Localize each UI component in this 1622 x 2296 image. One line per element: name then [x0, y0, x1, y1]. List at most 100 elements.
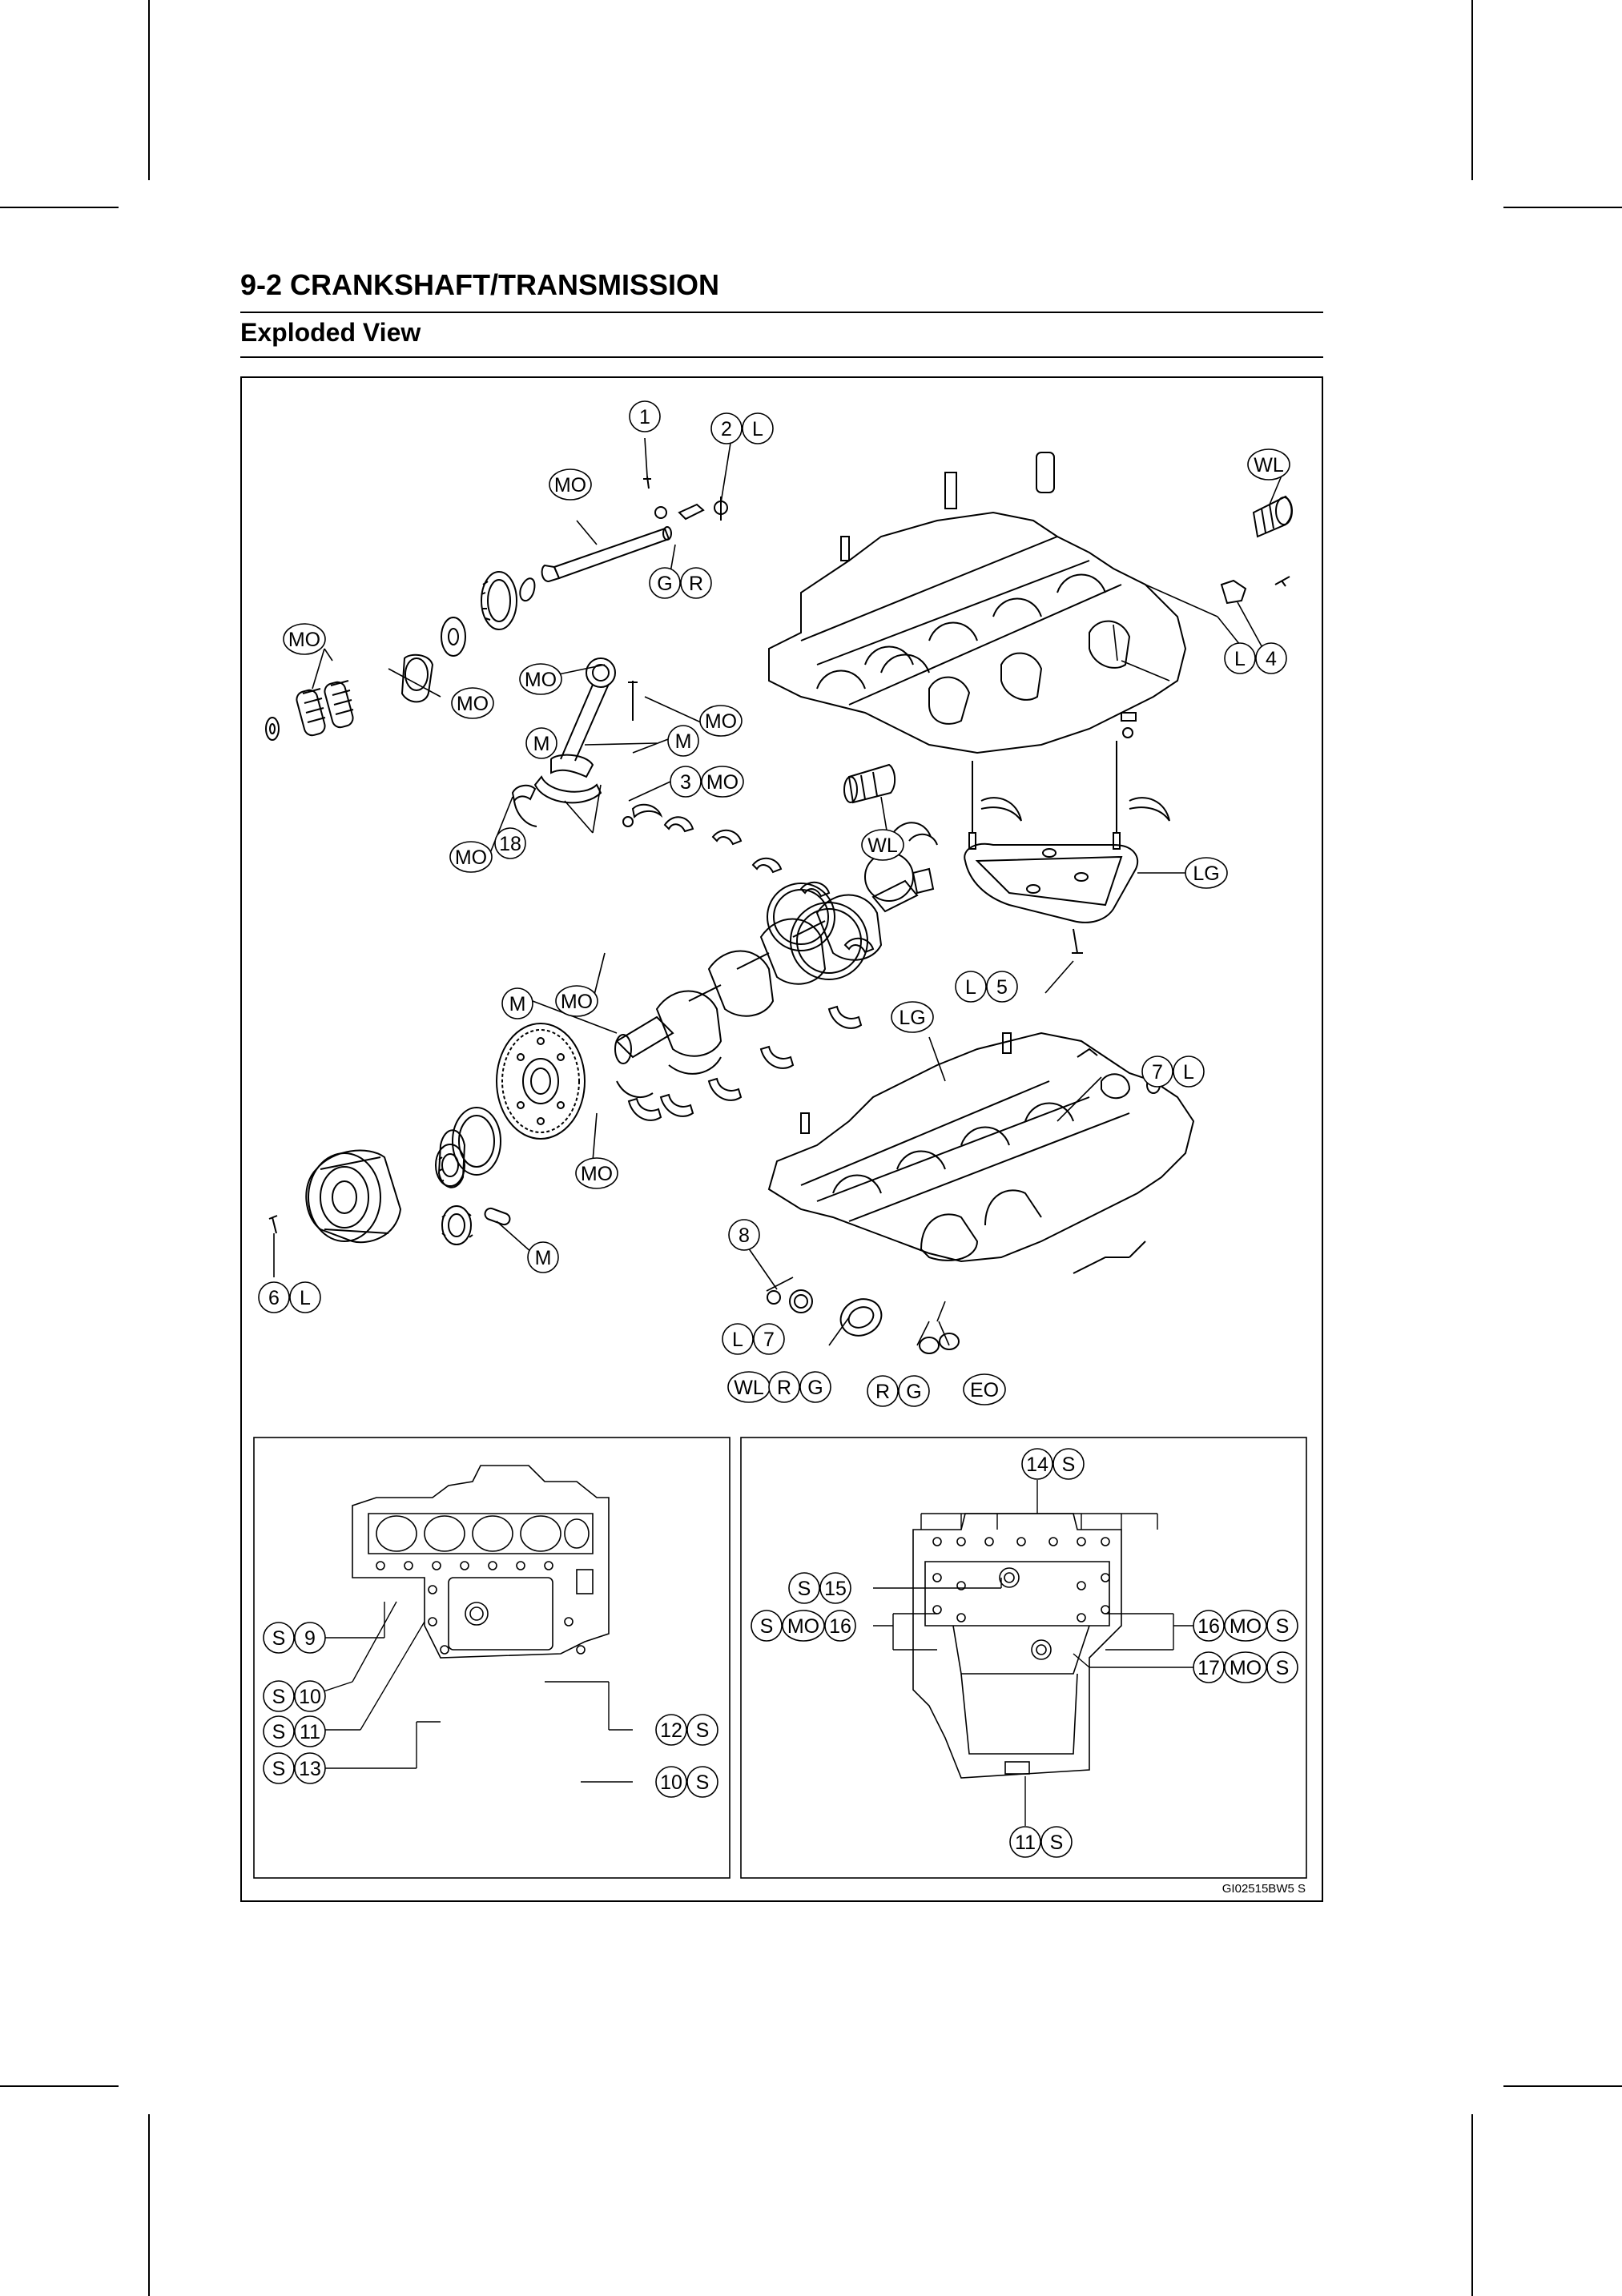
callout-bubbles [258, 400, 1298, 1858]
idler-gear [441, 1205, 511, 1245]
callout-16b-symbol-mo: MO [1230, 1615, 1262, 1638]
callout-mo-shell: MO [455, 846, 487, 869]
callout-5-symbol: L [965, 976, 976, 999]
callout-18: 18 [499, 833, 521, 855]
callout-7b: 7 [763, 1329, 775, 1351]
callout-14: 14 [1026, 1454, 1048, 1476]
callout-8: 8 [739, 1224, 750, 1247]
crop-mark [1503, 207, 1622, 208]
callout-16a-symbol-s: S [760, 1615, 774, 1638]
callout-m-rod2: M [533, 733, 550, 755]
page-title: 9-2 CRANKSHAFT/TRANSMISSION [240, 268, 720, 301]
callout-16a: 16 [829, 1615, 851, 1638]
connecting-rod [511, 657, 638, 827]
section-subtitle: Exploded View [240, 318, 421, 347]
callout-4: 4 [1266, 648, 1277, 670]
oil-pipe-mid [843, 763, 896, 804]
callout-16b-symbol-s: S [1276, 1615, 1290, 1638]
inset-right-crankcase [912, 1513, 1122, 1779]
callout-7b-symbol: L [732, 1329, 743, 1351]
callout-10b: 10 [660, 1771, 682, 1794]
callout-6-symbol: L [300, 1287, 311, 1309]
callout-10a-symbol: S [272, 1686, 286, 1708]
crop-mark [1471, 2114, 1473, 2296]
inset-left-crankcase [352, 1465, 610, 1659]
callout-mo-left2: MO [457, 693, 489, 715]
starter-gear [496, 1023, 586, 1140]
callout-17: 17 [1197, 1657, 1220, 1679]
callout-14-symbol: S [1062, 1454, 1076, 1476]
callout-16a-symbol-mo: MO [787, 1615, 819, 1638]
callout-1: 1 [639, 406, 650, 428]
crankshaft [614, 852, 935, 1098]
crop-mark [1471, 0, 1473, 180]
callout-lg-low: LG [899, 1007, 925, 1029]
starter-clutch [435, 1107, 501, 1188]
callout-m-crank: M [509, 993, 526, 1015]
callout-2-symbol: L [752, 418, 763, 440]
bearing-shells-lower [627, 1005, 863, 1121]
subtitle-rule [240, 356, 1323, 358]
callout-11b: 11 [1015, 1832, 1036, 1854]
callout-mo-bolt: MO [705, 710, 737, 733]
callout-16b: 16 [1197, 1615, 1220, 1638]
figure-code: GI02515BW5 S [1222, 1882, 1306, 1896]
callout-11a: 11 [300, 1721, 320, 1743]
callout-r: R [689, 573, 703, 595]
callout-7a: 7 [1152, 1061, 1163, 1084]
callout-wl-b: WL [734, 1377, 764, 1399]
callout-r-c: R [875, 1381, 890, 1403]
oil-screen-plate [964, 842, 1139, 954]
callout-g: G [657, 573, 672, 595]
oil-pipe-top [1220, 495, 1293, 605]
callout-11a-symbol: S [272, 1721, 286, 1743]
bearing-shells-upper [968, 741, 1170, 850]
callout-9-symbol: S [272, 1627, 286, 1650]
callout-m-rod: M [675, 730, 692, 753]
callout-m-pin: M [535, 1247, 552, 1269]
callout-mo-left: MO [288, 629, 320, 651]
crop-mark [148, 0, 150, 180]
callout-3: 3 [680, 771, 691, 794]
callout-5: 5 [996, 976, 1008, 999]
alternator-rotor [268, 1149, 402, 1244]
callout-mo-crank: MO [561, 991, 593, 1013]
callout-17-symbol-mo: MO [1230, 1657, 1262, 1679]
upper-crankcase [768, 452, 1187, 754]
callout-13-symbol: S [272, 1758, 286, 1780]
bearing-shells-crank [631, 803, 938, 954]
callout-wl-top: WL [1254, 454, 1284, 476]
callout-mo-shaft: MO [554, 474, 586, 497]
crop-mark [148, 2114, 150, 2296]
lower-crankcase [767, 1031, 1195, 1274]
callout-wl-mid: WL [867, 834, 898, 857]
callout-7a-symbol: L [1183, 1061, 1194, 1084]
callout-12-symbol: S [696, 1719, 710, 1742]
callout-mo-rod: MO [525, 669, 557, 691]
figure-frame [240, 376, 1323, 1902]
callout-labels: 1 2 L MO G R WL MO MO MO MO M M 3 MO MO … [268, 406, 1289, 1854]
crop-mark [0, 2085, 119, 2087]
crop-mark [0, 207, 119, 208]
callout-mo-crank2: MO [581, 1163, 613, 1185]
callout-g-c: G [906, 1381, 921, 1403]
callout-12: 12 [660, 1719, 682, 1742]
title-rule [240, 312, 1323, 313]
balancer-shaft-assembly [265, 476, 728, 741]
inset-right [740, 1437, 1307, 1879]
exploded-view-figure: 1 2 L MO G R WL MO MO MO MO M M 3 MO MO … [240, 376, 1323, 1902]
callout-3-symbol: MO [706, 771, 739, 794]
callout-10b-symbol: S [696, 1771, 710, 1794]
exploded-view-drawing: 1 2 L MO G R WL MO MO MO MO M M 3 MO MO … [240, 376, 1323, 1902]
callout-g-b: G [807, 1377, 823, 1399]
callout-17-symbol-s: S [1276, 1657, 1290, 1679]
callout-11b-symbol: S [1050, 1832, 1064, 1854]
callout-lg-top: LG [1193, 863, 1219, 885]
callout-r-b: R [777, 1377, 791, 1399]
inset-right-leaders [873, 1480, 1193, 1826]
callout-9: 9 [304, 1627, 316, 1650]
inset-left [253, 1437, 731, 1879]
callout-eo: EO [970, 1379, 999, 1401]
inset-left-leaders [304, 1601, 633, 1783]
callout-13: 13 [299, 1758, 321, 1780]
